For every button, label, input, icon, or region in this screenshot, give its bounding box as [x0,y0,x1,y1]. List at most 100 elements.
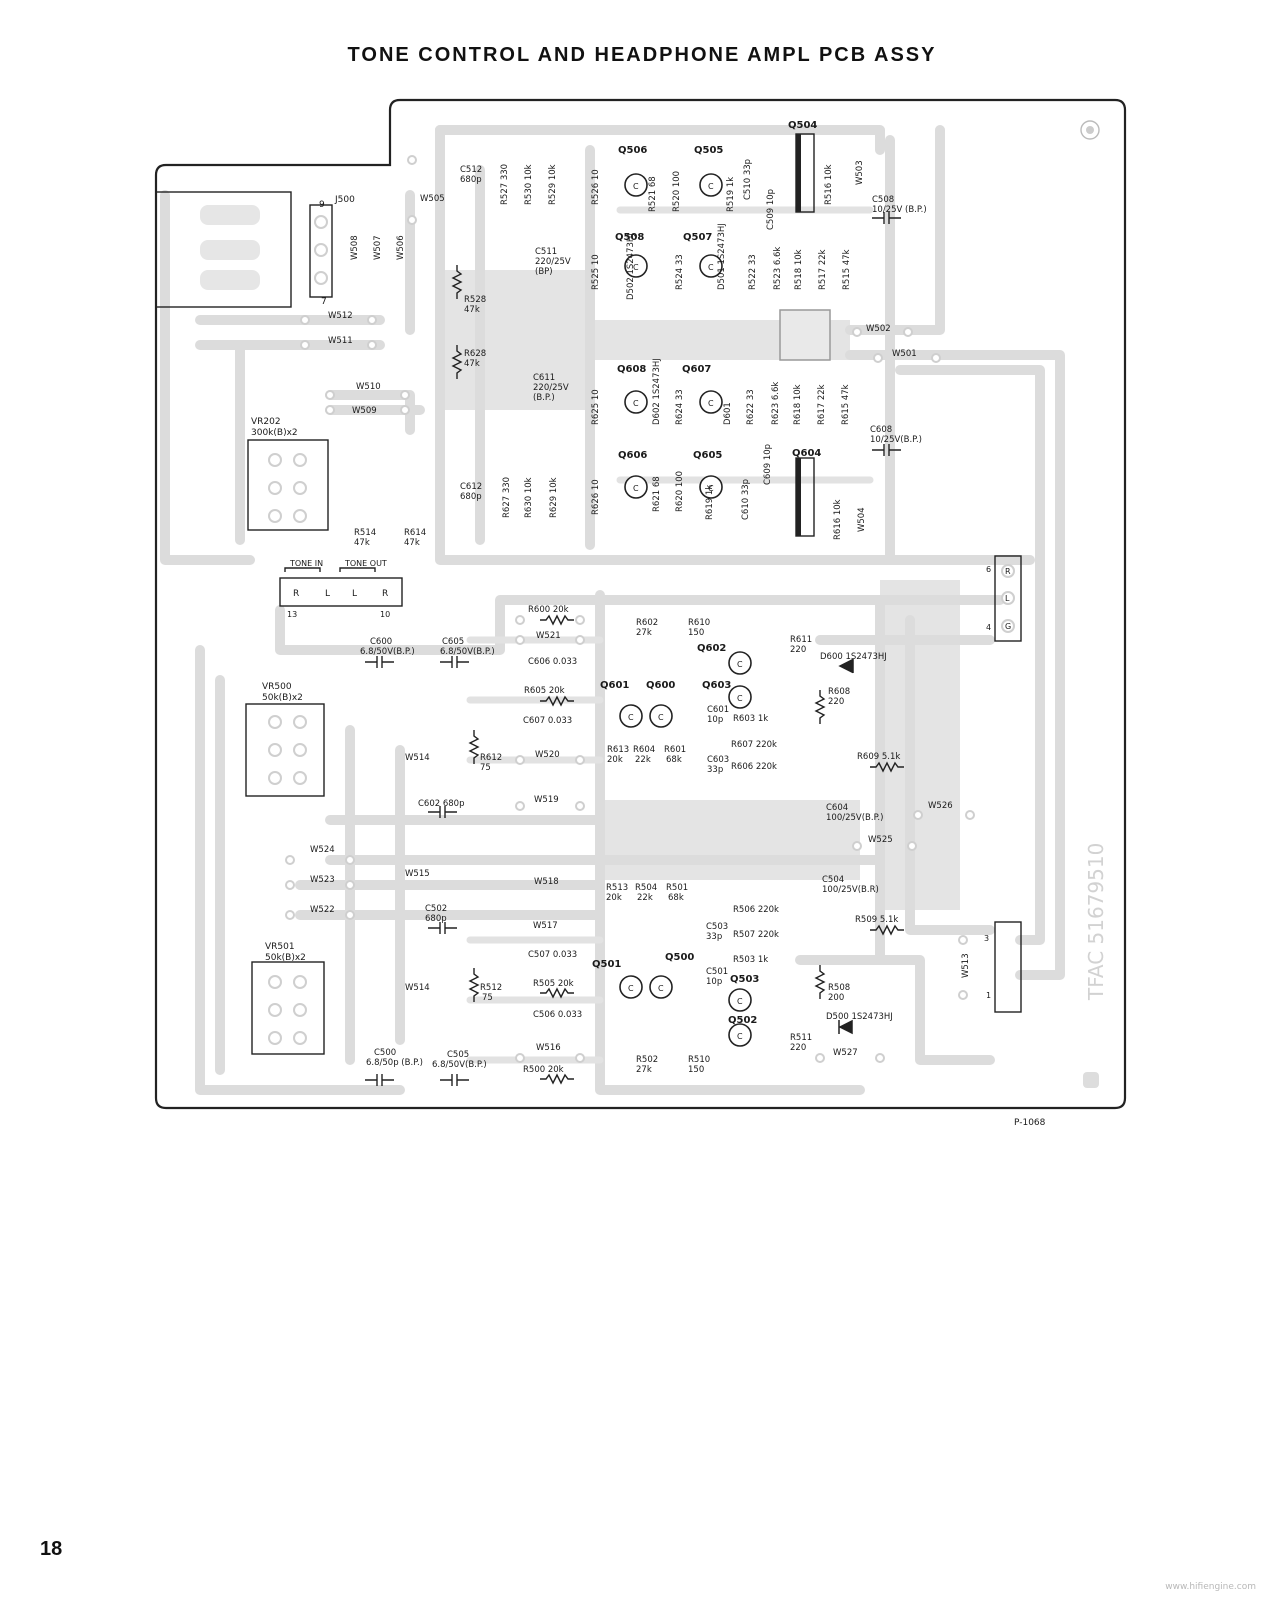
svg-text:22k: 22k [637,893,653,903]
svg-text:W517: W517 [533,921,558,931]
svg-text:220/25V: 220/25V [533,383,569,393]
svg-text:R616 10k: R616 10k [833,499,843,540]
svg-text:W521: W521 [536,631,561,641]
svg-text:6.8/50V(B.P.): 6.8/50V(B.P.) [440,647,495,657]
svg-text:R603 1k: R603 1k [733,714,768,724]
component-labels-upper: C512 680p R527 330 R530 10k R529 10k R52… [328,159,927,548]
svg-text:R505 20k: R505 20k [533,979,574,989]
svg-text:C: C [737,1032,743,1041]
svg-text:R615 47k: R615 47k [841,384,851,425]
svg-text:R511: R511 [790,1033,812,1043]
svg-text:C: C [708,484,714,493]
out-pin-g: G [1005,622,1011,631]
svg-text:220: 220 [828,697,844,707]
svg-text:C: C [737,694,743,703]
tone-pin-r2: R [382,589,388,599]
svg-text:Q503: Q503 [730,974,759,985]
svg-text:C511: C511 [535,247,557,257]
svg-text:R614: R614 [404,528,426,538]
svg-text:680p: 680p [460,175,482,185]
transistor-q605: C Q605 [693,450,723,499]
svg-text:R502: R502 [636,1055,658,1065]
svg-text:W509: W509 [352,406,377,416]
svg-text:Q605: Q605 [693,450,722,461]
svg-text:R617 22k: R617 22k [817,384,827,425]
svg-text:33p: 33p [707,765,723,775]
copper-traces [160,125,1065,1095]
svg-text:C: C [633,263,639,272]
svg-text:20k: 20k [606,893,622,903]
q604-label: Q604 [792,448,821,459]
edge-marking: TFAC 51679510 [1084,843,1108,1001]
out-pin-r: R [1005,567,1011,576]
svg-text:10/25V(B.P.): 10/25V(B.P.) [870,435,922,445]
svg-text:R600 20k: R600 20k [528,605,569,615]
svg-text:C: C [737,660,743,669]
vr501-pot: VR501 50k(B)x2 [251,942,325,1055]
svg-text:R521 68: R521 68 [648,176,658,212]
svg-text:C507 0.033: C507 0.033 [528,950,577,960]
svg-text:D500 1S2473HJ: D500 1S2473HJ [826,1012,893,1022]
svg-text:W514: W514 [405,753,430,763]
diode-d600 [838,658,854,674]
svg-text:W513: W513 [961,953,971,978]
svg-text:Q506: Q506 [618,145,647,156]
svg-text:R604: R604 [633,745,655,755]
svg-text:27k: 27k [636,628,652,638]
svg-text:Q606: Q606 [618,450,647,461]
svg-text:R525 10: R525 10 [591,254,601,290]
svg-text:D502 1S2473HJ: D502 1S2473HJ [626,233,636,300]
svg-text:10/25V (B.P.): 10/25V (B.P.) [872,205,927,215]
vr501-value: 50k(B)x2 [265,953,306,963]
svg-text:R605 20k: R605 20k [524,686,565,696]
capacitor-symbols [365,212,901,1086]
svg-text:C610 33p: C610 33p [741,479,751,520]
svg-text:22k: 22k [635,755,651,765]
svg-text:R626 10: R626 10 [591,479,601,515]
svg-text:C600: C600 [370,637,392,647]
svg-text:R618 10k: R618 10k [793,384,803,425]
svg-text:W507: W507 [373,235,383,260]
svg-text:R602: R602 [636,618,658,628]
svg-text:R507 220k: R507 220k [733,930,779,940]
svg-text:75: 75 [480,763,491,773]
svg-text:C: C [658,984,664,993]
svg-text:C502: C502 [425,904,447,914]
svg-text:W518: W518 [534,877,559,887]
svg-text:W520: W520 [535,750,560,760]
j500-pin-7: 7 [321,297,327,307]
svg-text:R515 47k: R515 47k [842,249,852,290]
j500-pin-9: 9 [319,200,325,210]
svg-text:220: 220 [790,1043,806,1053]
svg-text:W503: W503 [855,160,865,185]
svg-text:47k: 47k [464,305,480,315]
tone-pin-10: 10 [380,610,390,619]
svg-text:R503 1k: R503 1k [733,955,768,965]
svg-text:W515: W515 [405,869,430,879]
svg-text:R607 220k: R607 220k [731,740,777,750]
svg-text:C505: C505 [447,1050,469,1060]
svg-text:C506 0.033: C506 0.033 [533,1010,582,1020]
solder-pads [285,155,975,1063]
conn-pin-3: 3 [984,934,989,943]
svg-text:R613: R613 [607,745,629,755]
svg-text:W527: W527 [833,1048,858,1058]
svg-text:220: 220 [790,645,806,655]
svg-text:C606 0.033: C606 0.033 [528,657,577,667]
svg-text:D602 1S2473HJ: D602 1S2473HJ [652,358,662,425]
svg-text:W510: W510 [356,382,381,392]
svg-text:R619 1k: R619 1k [705,485,715,520]
svg-text:R522 33: R522 33 [748,254,758,290]
svg-text:R630 10k: R630 10k [524,477,534,518]
svg-text:W522: W522 [310,905,335,915]
svg-text:W504: W504 [857,507,867,532]
svg-text:C: C [628,713,634,722]
component-labels-lower: R600 20k W521 R602 27k R610 150 R611 220… [310,605,971,1075]
svg-text:R516 10k: R516 10k [824,164,834,205]
